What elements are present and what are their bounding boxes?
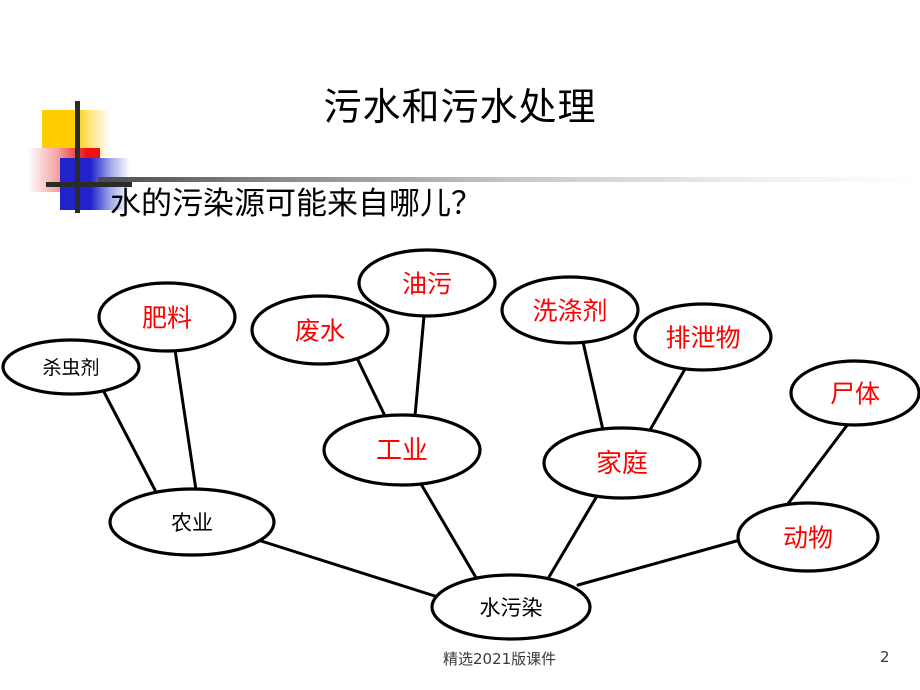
concept-map-edges (101, 314, 850, 599)
concept-node-shape-pesticide (1, 338, 141, 396)
concept-node-shape-corpse (789, 359, 920, 427)
concept-node-label-wastewater: 废水 (295, 317, 345, 346)
slide-title: 污水和污水处理 (323, 85, 597, 129)
concept-node-wastewater[interactable]: 废水 (250, 294, 390, 366)
concept-node-household[interactable]: 家庭 (542, 426, 702, 500)
concept-node-shape-household (542, 426, 702, 500)
decoration-horizontal-bar (46, 182, 132, 187)
concept-node-shape-animals (736, 501, 880, 573)
concept-node-label-oil: 油污 (402, 270, 452, 299)
concept-node-shape-industry (322, 413, 482, 487)
concept-node-label-excrement: 排泄物 (665, 324, 740, 353)
concept-node-excrement[interactable]: 排泄物 (633, 302, 773, 372)
concept-node-detergent[interactable]: 洗涤剂 (500, 275, 640, 345)
concept-node-shape-excrement (633, 302, 773, 372)
concept-node-shape-oil (357, 248, 497, 318)
footer-page-number: 2 (880, 648, 890, 666)
concept-node-shape-agriculture (108, 487, 276, 557)
concept-node-shape-detergent (500, 275, 640, 345)
slide-subtitle: 水的污染源可能来自哪儿？ (110, 186, 482, 222)
concept-edge-oil-to-industry (413, 314, 426, 418)
concept-edge-wastewater-to-industry (353, 352, 387, 418)
concept-node-animals[interactable]: 动物 (736, 501, 880, 573)
concept-node-label-pollution: 水污染 (480, 596, 543, 620)
concept-node-label-industry: 工业 (376, 436, 428, 466)
concept-edge-animals-to-pollution (576, 538, 742, 587)
concept-edge-detergent-to-household (581, 340, 605, 432)
concept-edge-industry-to-pollution (419, 482, 480, 583)
concept-node-pesticide[interactable]: 杀虫剂 (1, 338, 141, 396)
decoration-vertical-bar (75, 101, 80, 213)
concept-node-label-animals: 动物 (783, 524, 833, 553)
concept-node-label-fertilizer: 肥料 (142, 304, 192, 333)
concept-edge-pesticide-to-agriculture (101, 388, 157, 492)
concept-node-label-household: 家庭 (596, 449, 648, 479)
concept-node-label-agriculture: 农业 (171, 511, 213, 535)
concept-node-pollution[interactable]: 水污染 (430, 573, 592, 641)
concept-node-oil[interactable]: 油污 (357, 248, 497, 318)
concept-node-label-pesticide: 杀虫剂 (42, 357, 99, 379)
concept-edge-agriculture-to-pollution (256, 538, 440, 599)
concept-edge-excrement-to-household (648, 367, 687, 432)
concept-node-label-detergent: 洗涤剂 (532, 297, 607, 326)
concept-node-label-corpse: 尸体 (830, 380, 880, 409)
concept-node-shape-fertilizer (97, 281, 237, 353)
concept-node-shape-pollution (430, 573, 592, 641)
decoration-divider-rule (98, 177, 920, 182)
concept-edge-household-to-pollution (544, 494, 599, 584)
concept-node-agriculture[interactable]: 农业 (108, 487, 276, 557)
concept-node-industry[interactable]: 工业 (322, 413, 482, 487)
footer-note: 精选2021版课件 (443, 650, 557, 668)
concept-node-shape-wastewater (250, 294, 390, 366)
concept-node-fertilizer[interactable]: 肥料 (97, 281, 237, 353)
concept-edge-corpse-to-animals (785, 422, 850, 507)
concept-edge-fertilizer-to-agriculture (173, 348, 198, 492)
concept-node-corpse[interactable]: 尸体 (789, 359, 920, 427)
